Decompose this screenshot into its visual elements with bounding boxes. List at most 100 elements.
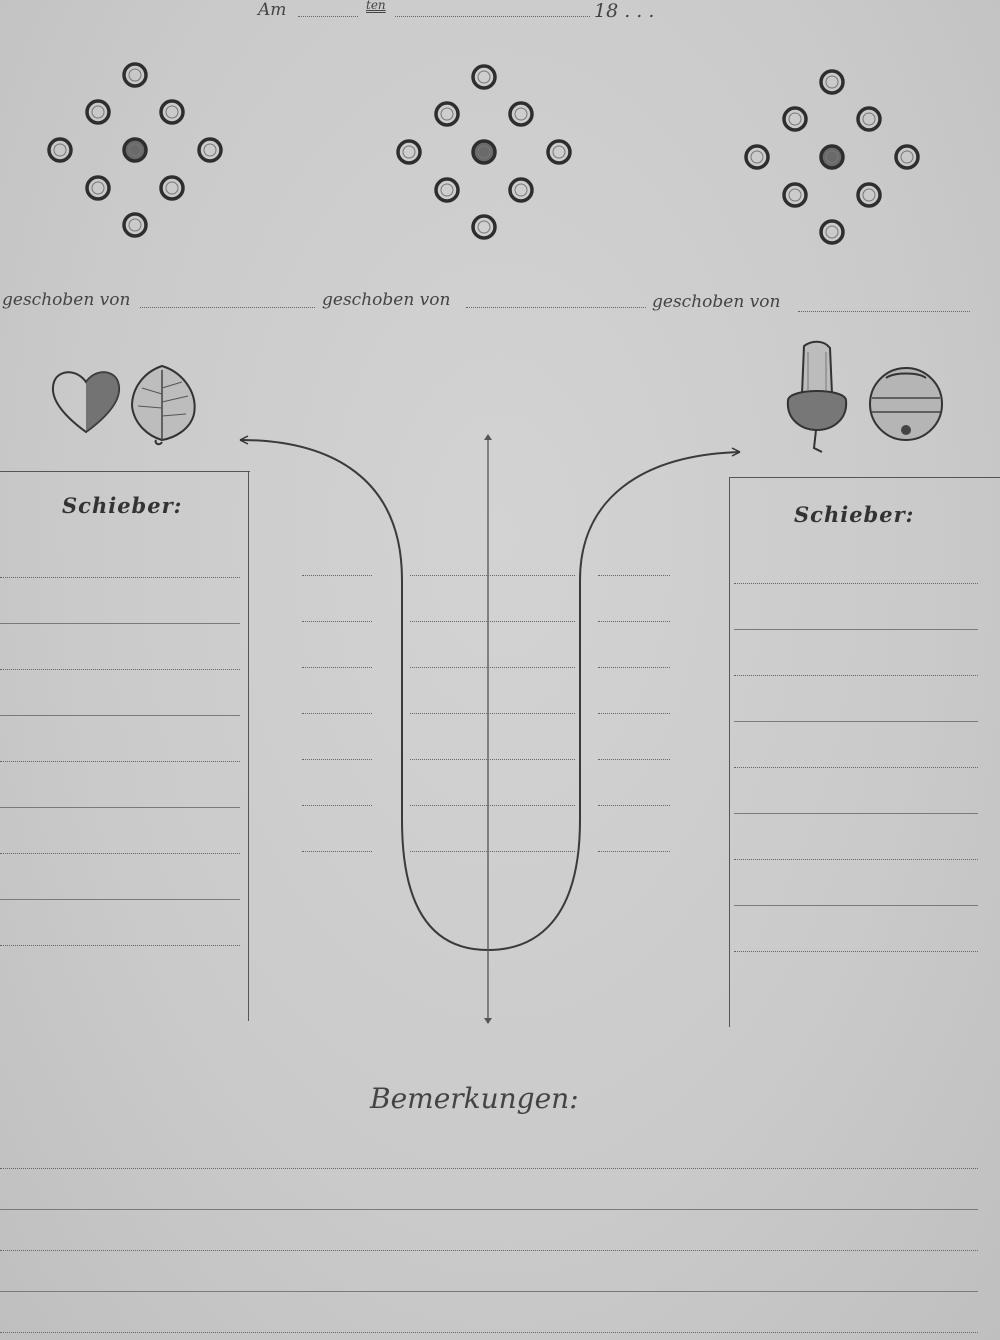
- right-column-top-border: [730, 477, 1000, 478]
- pin[interactable]: [508, 177, 534, 203]
- pin-inner-ring: [128, 68, 142, 82]
- pin[interactable]: [856, 106, 882, 132]
- pin-diagram-2: [396, 64, 572, 240]
- date-day-line[interactable]: [298, 16, 358, 17]
- pin[interactable]: [159, 99, 185, 125]
- pin[interactable]: [85, 99, 111, 125]
- pin[interactable]: [434, 101, 460, 127]
- remarks-line[interactable]: [0, 1332, 978, 1333]
- date-label-am: Am: [258, 0, 287, 20]
- king-pin[interactable]: [471, 139, 497, 165]
- pin[interactable]: [856, 182, 882, 208]
- left-score-row[interactable]: [0, 945, 240, 946]
- left-score-row[interactable]: [0, 623, 240, 624]
- lane-right-row[interactable]: [598, 805, 670, 806]
- left-column-top-border: [0, 471, 250, 472]
- pin-inner-ring: [862, 188, 876, 202]
- bell-icon: [869, 367, 943, 441]
- lane-3-name-field[interactable]: [798, 311, 970, 312]
- pin[interactable]: [197, 137, 223, 163]
- right-score-row[interactable]: [734, 859, 978, 860]
- lane-left-row[interactable]: [302, 805, 372, 806]
- left-score-row[interactable]: [0, 761, 240, 762]
- pin[interactable]: [508, 101, 534, 127]
- lane-inner-row[interactable]: [410, 851, 575, 852]
- left-score-row[interactable]: [0, 577, 240, 578]
- king-pin[interactable]: [819, 144, 845, 170]
- lane-inner-row[interactable]: [410, 667, 575, 668]
- pin[interactable]: [122, 212, 148, 238]
- remarks-line[interactable]: [0, 1250, 978, 1251]
- pin-inner-ring: [900, 150, 914, 164]
- pin-inner-ring: [825, 75, 839, 89]
- pin-diagram-1: [47, 62, 223, 238]
- pin-inner-ring: [477, 145, 491, 159]
- lane-right-row[interactable]: [598, 713, 670, 714]
- left-score-row[interactable]: [0, 807, 240, 808]
- right-score-row[interactable]: [734, 629, 978, 630]
- lane-2-label: geschoben von: [322, 290, 451, 310]
- lane-left-row[interactable]: [302, 575, 372, 576]
- lane-left-row[interactable]: [302, 851, 372, 852]
- pin-inner-ring: [750, 150, 764, 164]
- pin[interactable]: [434, 177, 460, 203]
- right-score-row[interactable]: [734, 951, 978, 952]
- lane-3-label: geschoben von: [652, 292, 781, 312]
- lane-1-name-field[interactable]: [140, 307, 315, 308]
- pin[interactable]: [122, 62, 148, 88]
- lane-inner-row[interactable]: [410, 713, 575, 714]
- pin-inner-ring: [165, 105, 179, 119]
- lane-2-name-field[interactable]: [466, 307, 646, 308]
- pin[interactable]: [546, 139, 572, 165]
- right-score-row[interactable]: [734, 905, 978, 906]
- pin-inner-ring: [825, 225, 839, 239]
- pin-inner-ring: [440, 183, 454, 197]
- leaf-icon: [130, 364, 196, 446]
- king-pin[interactable]: [122, 137, 148, 163]
- pin[interactable]: [819, 69, 845, 95]
- pin[interactable]: [396, 139, 422, 165]
- right-score-row[interactable]: [734, 813, 978, 814]
- pin-inner-ring: [514, 107, 528, 121]
- lane-left-row[interactable]: [302, 621, 372, 622]
- lane-right-row[interactable]: [598, 621, 670, 622]
- remarks-line[interactable]: [0, 1209, 978, 1210]
- right-score-row[interactable]: [734, 721, 978, 722]
- pin[interactable]: [819, 219, 845, 245]
- pin[interactable]: [47, 137, 73, 163]
- lane-inner-row[interactable]: [410, 621, 575, 622]
- left-score-row[interactable]: [0, 669, 240, 670]
- lane-inner-row[interactable]: [410, 805, 575, 806]
- left-score-row[interactable]: [0, 853, 240, 854]
- pin[interactable]: [894, 144, 920, 170]
- lane-inner-row[interactable]: [410, 575, 575, 576]
- pin[interactable]: [782, 106, 808, 132]
- remarks-line[interactable]: [0, 1291, 978, 1292]
- lane-right-row[interactable]: [598, 575, 670, 576]
- pin[interactable]: [744, 144, 770, 170]
- lane-left-row[interactable]: [302, 667, 372, 668]
- right-score-row[interactable]: [734, 675, 978, 676]
- pin-inner-ring: [128, 143, 142, 157]
- lane-inner-row[interactable]: [410, 759, 575, 760]
- pin-inner-ring: [203, 143, 217, 157]
- pin-inner-ring: [440, 107, 454, 121]
- pin-diagram-1: [47, 62, 920, 245]
- remarks-line[interactable]: [0, 1168, 978, 1169]
- pin[interactable]: [782, 182, 808, 208]
- pin[interactable]: [159, 175, 185, 201]
- pin[interactable]: [85, 175, 111, 201]
- right-score-row[interactable]: [734, 583, 978, 584]
- lane-left-row[interactable]: [302, 713, 372, 714]
- lane-right-row[interactable]: [598, 667, 670, 668]
- right-score-row[interactable]: [734, 767, 978, 768]
- pin[interactable]: [471, 214, 497, 240]
- lane-right-row[interactable]: [598, 851, 670, 852]
- lane-left-row[interactable]: [302, 759, 372, 760]
- left-score-row[interactable]: [0, 899, 240, 900]
- lane-right-row[interactable]: [598, 759, 670, 760]
- date-month-line[interactable]: [395, 16, 590, 17]
- pin[interactable]: [471, 64, 497, 90]
- left-score-row[interactable]: [0, 715, 240, 716]
